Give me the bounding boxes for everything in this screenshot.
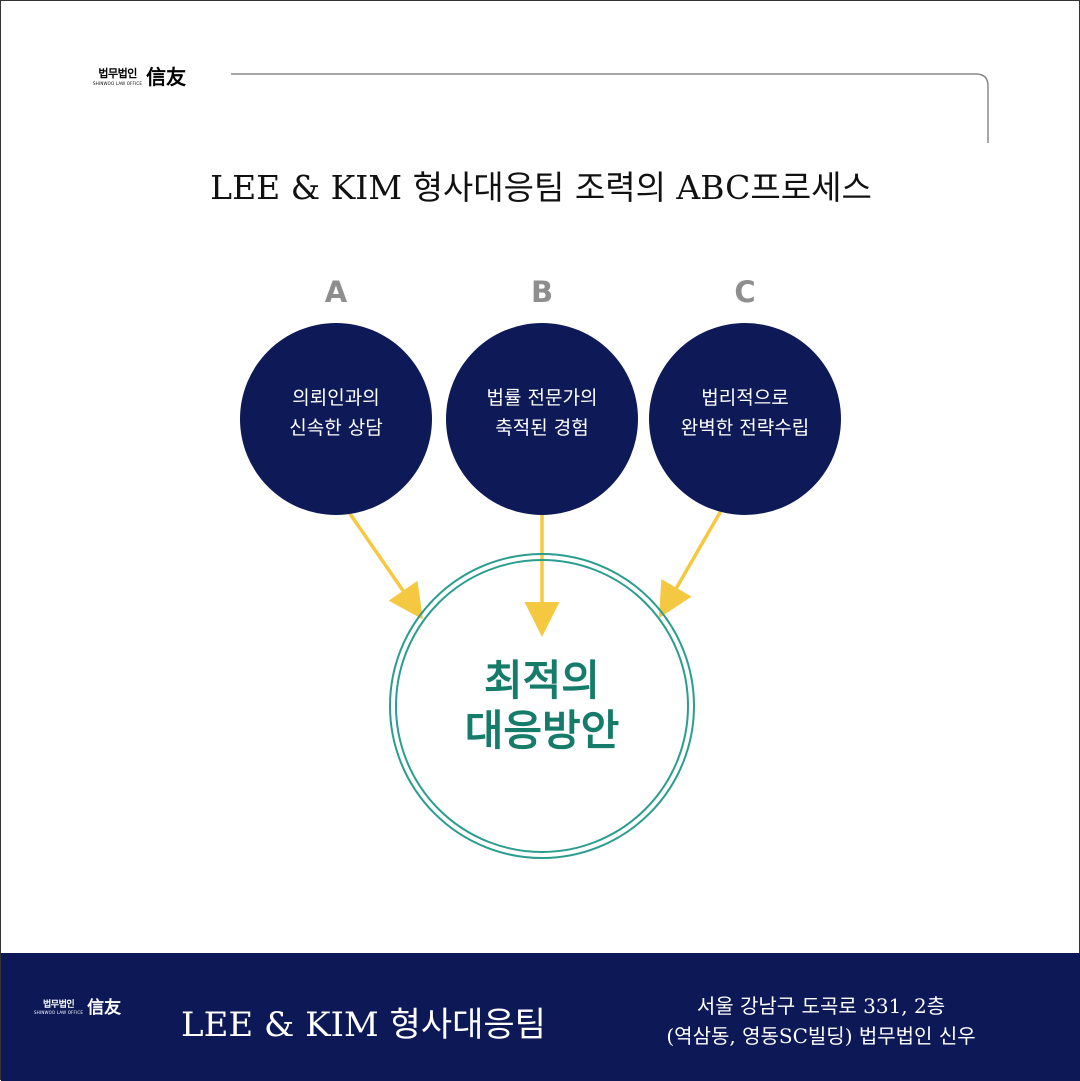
logo-english: SHINWOO LAW OFFICE [34,1009,84,1015]
logo-english: SHINWOO LAW OFFICE [93,81,143,86]
footer-address-1: 서울 강남구 도곡로 331, 2층 [696,994,946,1018]
step-circle-b: 법률 전문가의 축적된 경험 [446,323,638,515]
step-text: 축적된 경험 [495,417,589,439]
step-text: 법리적으로 [701,387,789,409]
step-text: 신속한 상담 [289,417,383,439]
page-title: LEE & KIM 형사대응팀 조력의 ABC프로세스 [210,168,872,207]
logo-korean: 법무법인 [98,67,137,80]
footer: 법무법인 SHINWOO LAW OFFICE 信友 [1,953,1080,1081]
footer-address-2: (역삼동, 영동SC빌딩) 법무법인 신우 [666,1024,976,1048]
logo-korean: 법무법인 [43,999,75,1010]
logo: 법무법인 SHINWOO LAW OFFICE 信友 [93,61,186,90]
result-text: 대응방안 [464,706,620,755]
logo-hanja: 信友 [87,998,122,1018]
step-letter-c: C [734,275,756,309]
step-circle-a: 의뢰인과의 신속한 상담 [240,323,432,515]
step-circle-c: 법리적으로 완벽한 전략수립 [649,323,841,515]
step-letter-a: A [324,275,348,309]
result-text: 최적의 [484,656,600,705]
step-text: 완벽한 전략수립 [680,417,810,439]
result-circle: 최적의 대응방안 [389,553,695,859]
footer-logo: 법무법인 SHINWOO LAW OFFICE 信友 [34,993,121,1018]
logo-hanja: 信友 [146,65,187,89]
step-text: 의뢰인과의 [292,387,380,409]
step-text: 법률 전문가의 [486,387,598,409]
footer-team: LEE & KIM 형사대응팀 [181,1005,546,1045]
step-letter-b: B [530,275,554,309]
